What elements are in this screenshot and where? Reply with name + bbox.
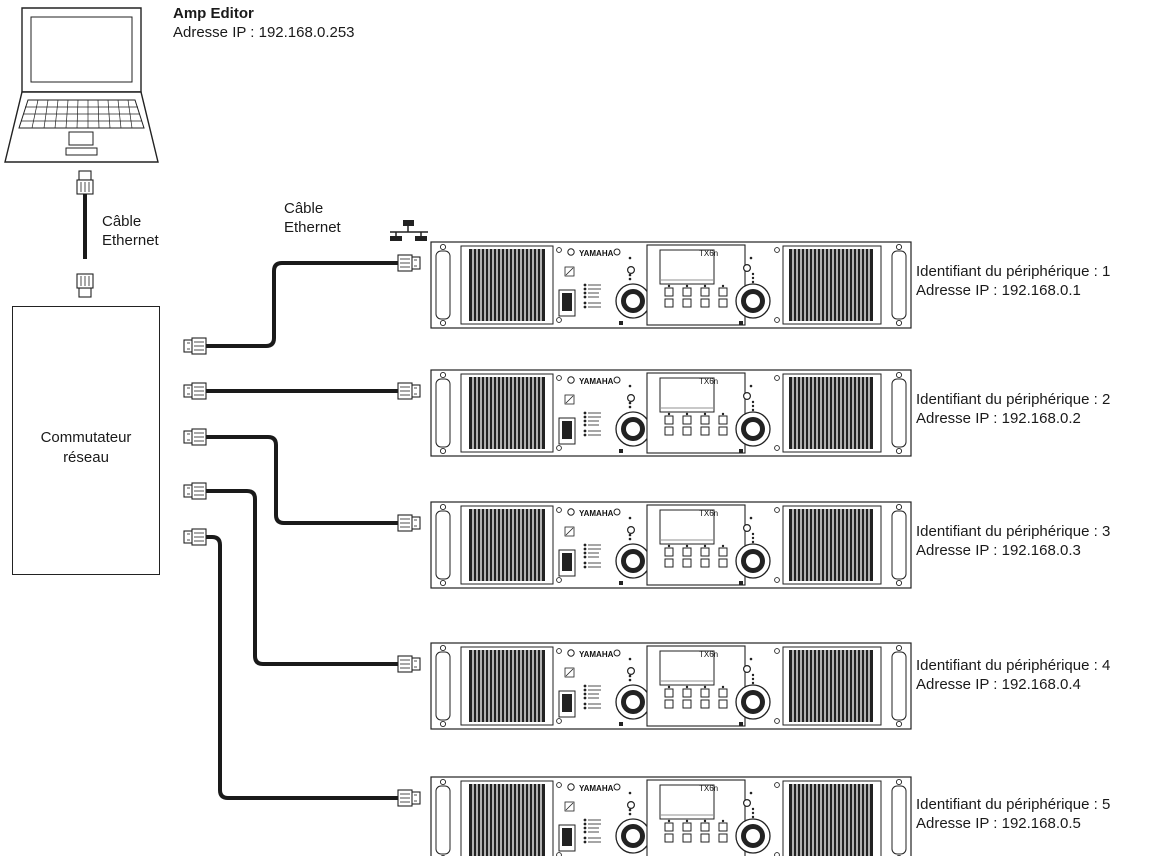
- cable-device-4: [206, 489, 398, 666]
- cable-label-top-line1: Câble: [284, 200, 324, 217]
- rj45-connector-icon: [397, 254, 421, 272]
- amplifier-5: [430, 776, 912, 856]
- device-2-ip: Adresse IP : 192.168.0.2: [916, 410, 1081, 427]
- amp-brand: YAMAHA: [579, 249, 614, 258]
- laptop: [4, 7, 159, 163]
- switch-label-line2: réseau: [63, 449, 109, 466]
- amplifier-2: [430, 369, 912, 457]
- device-4-id: Identifiant du périphérique : 4: [916, 657, 1111, 674]
- cable-label-top-line2: Ethernet: [284, 219, 341, 236]
- amp-brand: YAMAHA: [579, 650, 614, 659]
- device-1-ip: Adresse IP : 192.168.0.1: [916, 282, 1081, 299]
- computer-name: Amp Editor: [173, 5, 254, 22]
- device-3-ip: Adresse IP : 192.168.0.3: [916, 542, 1081, 559]
- cable-device-1: [206, 261, 398, 348]
- device-2-id: Identifiant du périphérique : 2: [916, 391, 1111, 408]
- rj45-connector-icon: [183, 482, 207, 500]
- device-5-id: Identifiant du périphérique : 5: [916, 796, 1111, 813]
- device-1-id: Identifiant du périphérique : 1: [916, 263, 1111, 280]
- switch-label: Commutateur réseau: [12, 428, 160, 468]
- amplifier-3: [430, 501, 912, 589]
- amp-model: TX6n: [699, 509, 718, 518]
- amp-brand: YAMAHA: [579, 377, 614, 386]
- amp-model: TX6n: [699, 784, 718, 793]
- cable-device-5: [206, 535, 398, 800]
- rj45-connector-icon: [397, 655, 421, 673]
- amp-model: TX6n: [699, 650, 718, 659]
- amp-model: TX6n: [699, 249, 718, 258]
- cable-label-left-line1: Câble: [102, 213, 142, 230]
- rj45-connector-icon: [183, 337, 207, 355]
- rj45-connector-icon: [76, 273, 94, 298]
- amp-brand: YAMAHA: [579, 784, 614, 793]
- amp-model: TX6n: [699, 377, 718, 386]
- rj45-connector-icon: [183, 428, 207, 446]
- network-switch: [12, 306, 160, 575]
- device-4-ip: Adresse IP : 192.168.0.4: [916, 676, 1081, 693]
- rj45-connector-icon: [183, 528, 207, 546]
- ethernet-cables: [206, 261, 398, 800]
- rj45-connector-icon: [76, 170, 94, 195]
- switch-label-line1: Commutateur: [40, 429, 132, 446]
- device-3-id: Identifiant du périphérique : 3: [916, 523, 1111, 540]
- cable-device-3: [206, 435, 398, 525]
- amplifier-1: [430, 241, 912, 329]
- amp-ports: [397, 254, 421, 807]
- rj45-connector-icon: [183, 382, 207, 400]
- amplifier-4: [430, 642, 912, 730]
- computer-ip: Adresse IP : 192.168.0.253: [173, 24, 355, 41]
- rj45-connector-icon: [397, 382, 421, 400]
- switch-ports: [183, 337, 207, 546]
- device-5-ip: Adresse IP : 192.168.0.5: [916, 815, 1081, 832]
- amp-brand: YAMAHA: [579, 509, 614, 518]
- cable-label-left-line2: Ethernet: [102, 232, 159, 249]
- rj45-connector-icon: [397, 514, 421, 532]
- rj45-connector-icon: [397, 789, 421, 807]
- network-icon: [390, 220, 428, 241]
- laptop-cable: [76, 170, 94, 298]
